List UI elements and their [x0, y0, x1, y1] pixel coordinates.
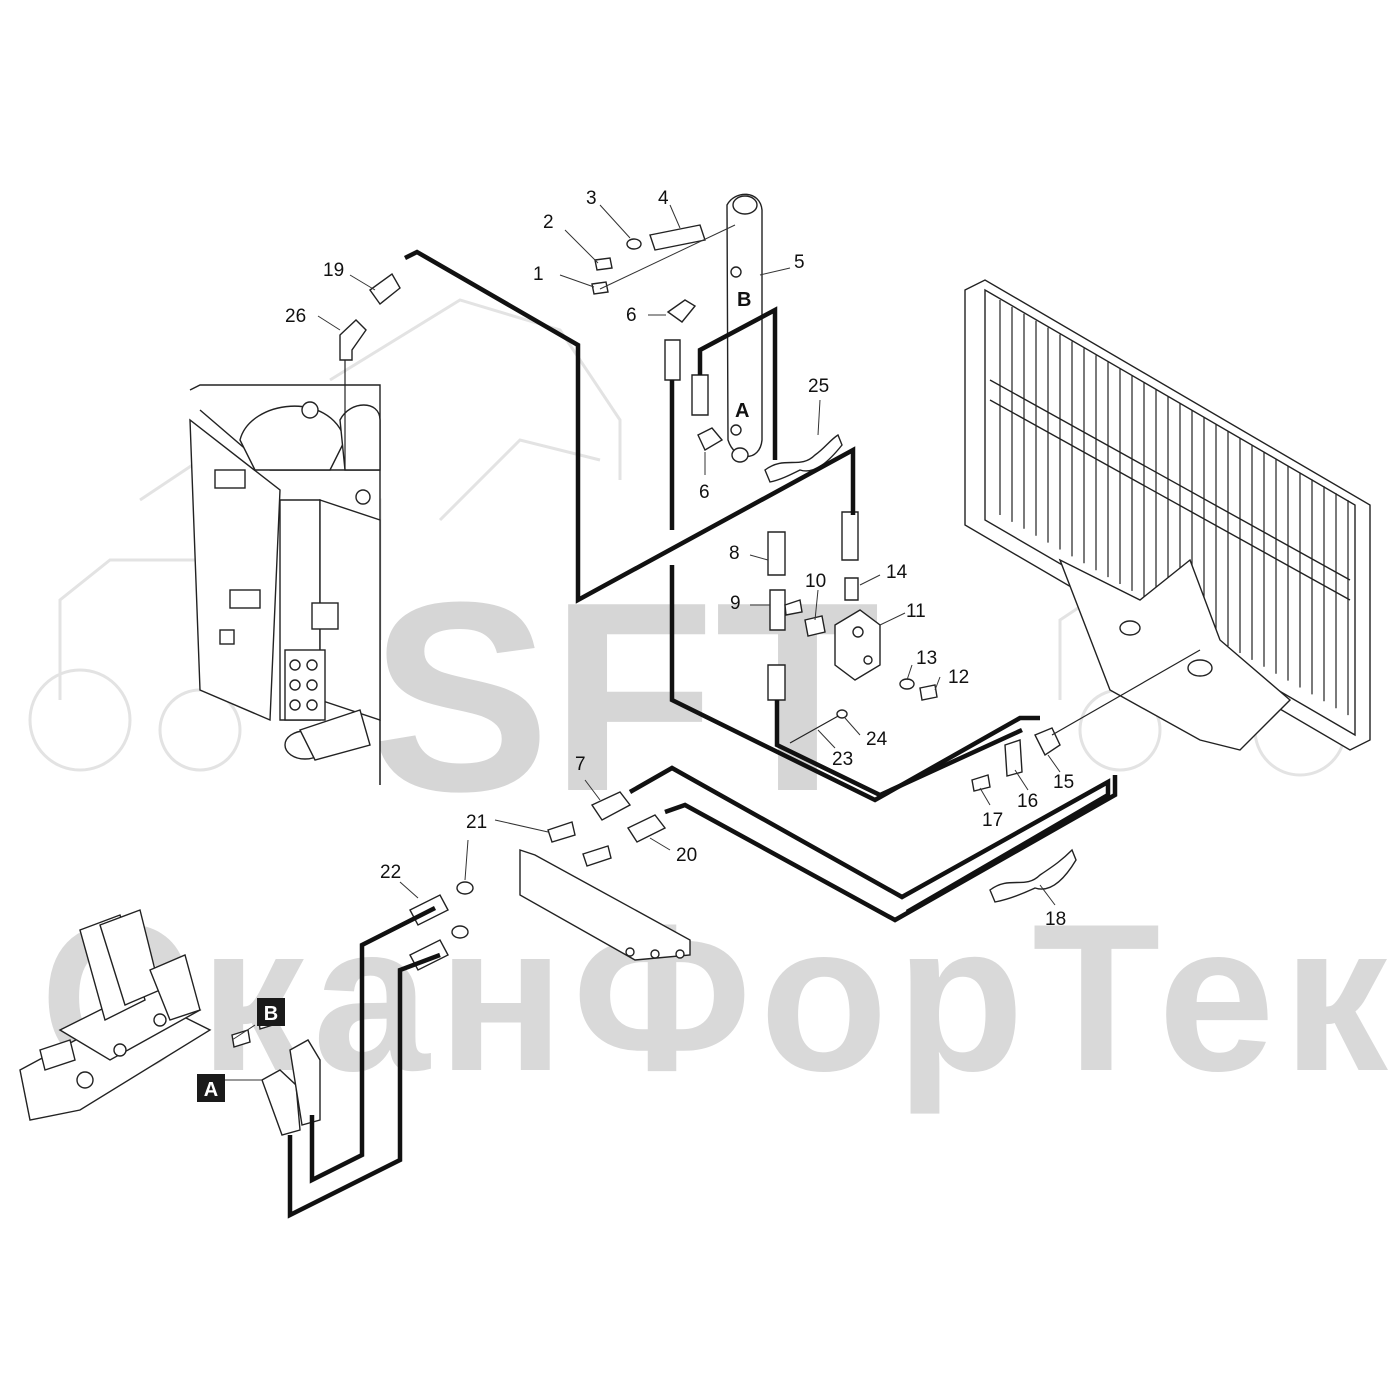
tractor-frame-assembly: [189, 360, 381, 785]
hose-tee-lower: [774, 700, 1023, 798]
callout-26: 26: [285, 306, 306, 327]
port-markers: B A B A: [197, 289, 751, 1102]
callout-17: 17: [982, 810, 1003, 831]
callout-1: 1: [533, 264, 544, 285]
hose-a-lower: [669, 565, 1040, 803]
port-label-valve-b: B: [264, 1003, 278, 1025]
callout-22: 22: [380, 862, 401, 883]
callout-numbers: 1 2 3 4 5 6 6 7 8 9 10 11 12 13 14 15 16…: [285, 188, 1074, 930]
callout-10: 10: [805, 571, 826, 592]
clamp-parts-right: [971, 649, 1201, 792]
hose-valve-b: [309, 905, 437, 1184]
mounting-plate: [519, 849, 691, 961]
callout-5: 5: [794, 252, 805, 273]
radiator-grille: [964, 279, 1371, 751]
hose-long-lower: [664, 775, 1118, 923]
port-box-b: [257, 998, 285, 1026]
port-label-cylinder-a: A: [735, 400, 749, 422]
callout-12: 12: [948, 667, 969, 688]
leader-lines: [225, 204, 1061, 1081]
callout-13: 13: [916, 648, 937, 669]
valve-block-group: [767, 511, 938, 744]
callout-23: 23: [832, 749, 853, 770]
callout-24: 24: [866, 729, 888, 750]
callout-7: 7: [575, 754, 586, 775]
watermark: SFT СканФорТек: [28, 298, 1396, 1115]
hose-cylinder-b: [697, 306, 778, 460]
port-label-cylinder-b: B: [737, 289, 751, 311]
callout-15: 15: [1053, 772, 1074, 793]
watermark-excavator: [329, 298, 622, 522]
watermark-brand: СканФорТек: [40, 880, 1396, 1115]
callout-14: 14: [886, 562, 908, 583]
hose-long-upper: [628, 765, 1111, 914]
callout-16: 16: [1017, 791, 1038, 812]
fittings-upper: [339, 272, 724, 451]
callout-6: 6: [626, 305, 637, 326]
hose-valve-a: [287, 952, 441, 1219]
bracket-parts: [591, 224, 736, 295]
fittings-lower: [409, 791, 667, 971]
hose-clamps: [764, 433, 1077, 903]
callout-9: 9: [730, 593, 741, 614]
port-box-a: [197, 1074, 225, 1102]
callout-25: 25: [808, 376, 829, 397]
hydraulic-hoses: [287, 249, 1118, 1219]
callout-11: 11: [906, 601, 926, 622]
callout-19: 19: [323, 260, 344, 281]
callout-18: 18: [1045, 909, 1066, 930]
port-label-valve-a: A: [204, 1079, 218, 1101]
callout-6b: 6: [699, 482, 710, 503]
callout-2: 2: [543, 212, 554, 233]
callout-4: 4: [658, 188, 669, 209]
hose-tank-return: [403, 249, 856, 604]
callout-3: 3: [586, 188, 597, 209]
callout-8: 8: [729, 543, 740, 564]
callout-20: 20: [676, 845, 697, 866]
callout-21: 21: [466, 812, 487, 833]
